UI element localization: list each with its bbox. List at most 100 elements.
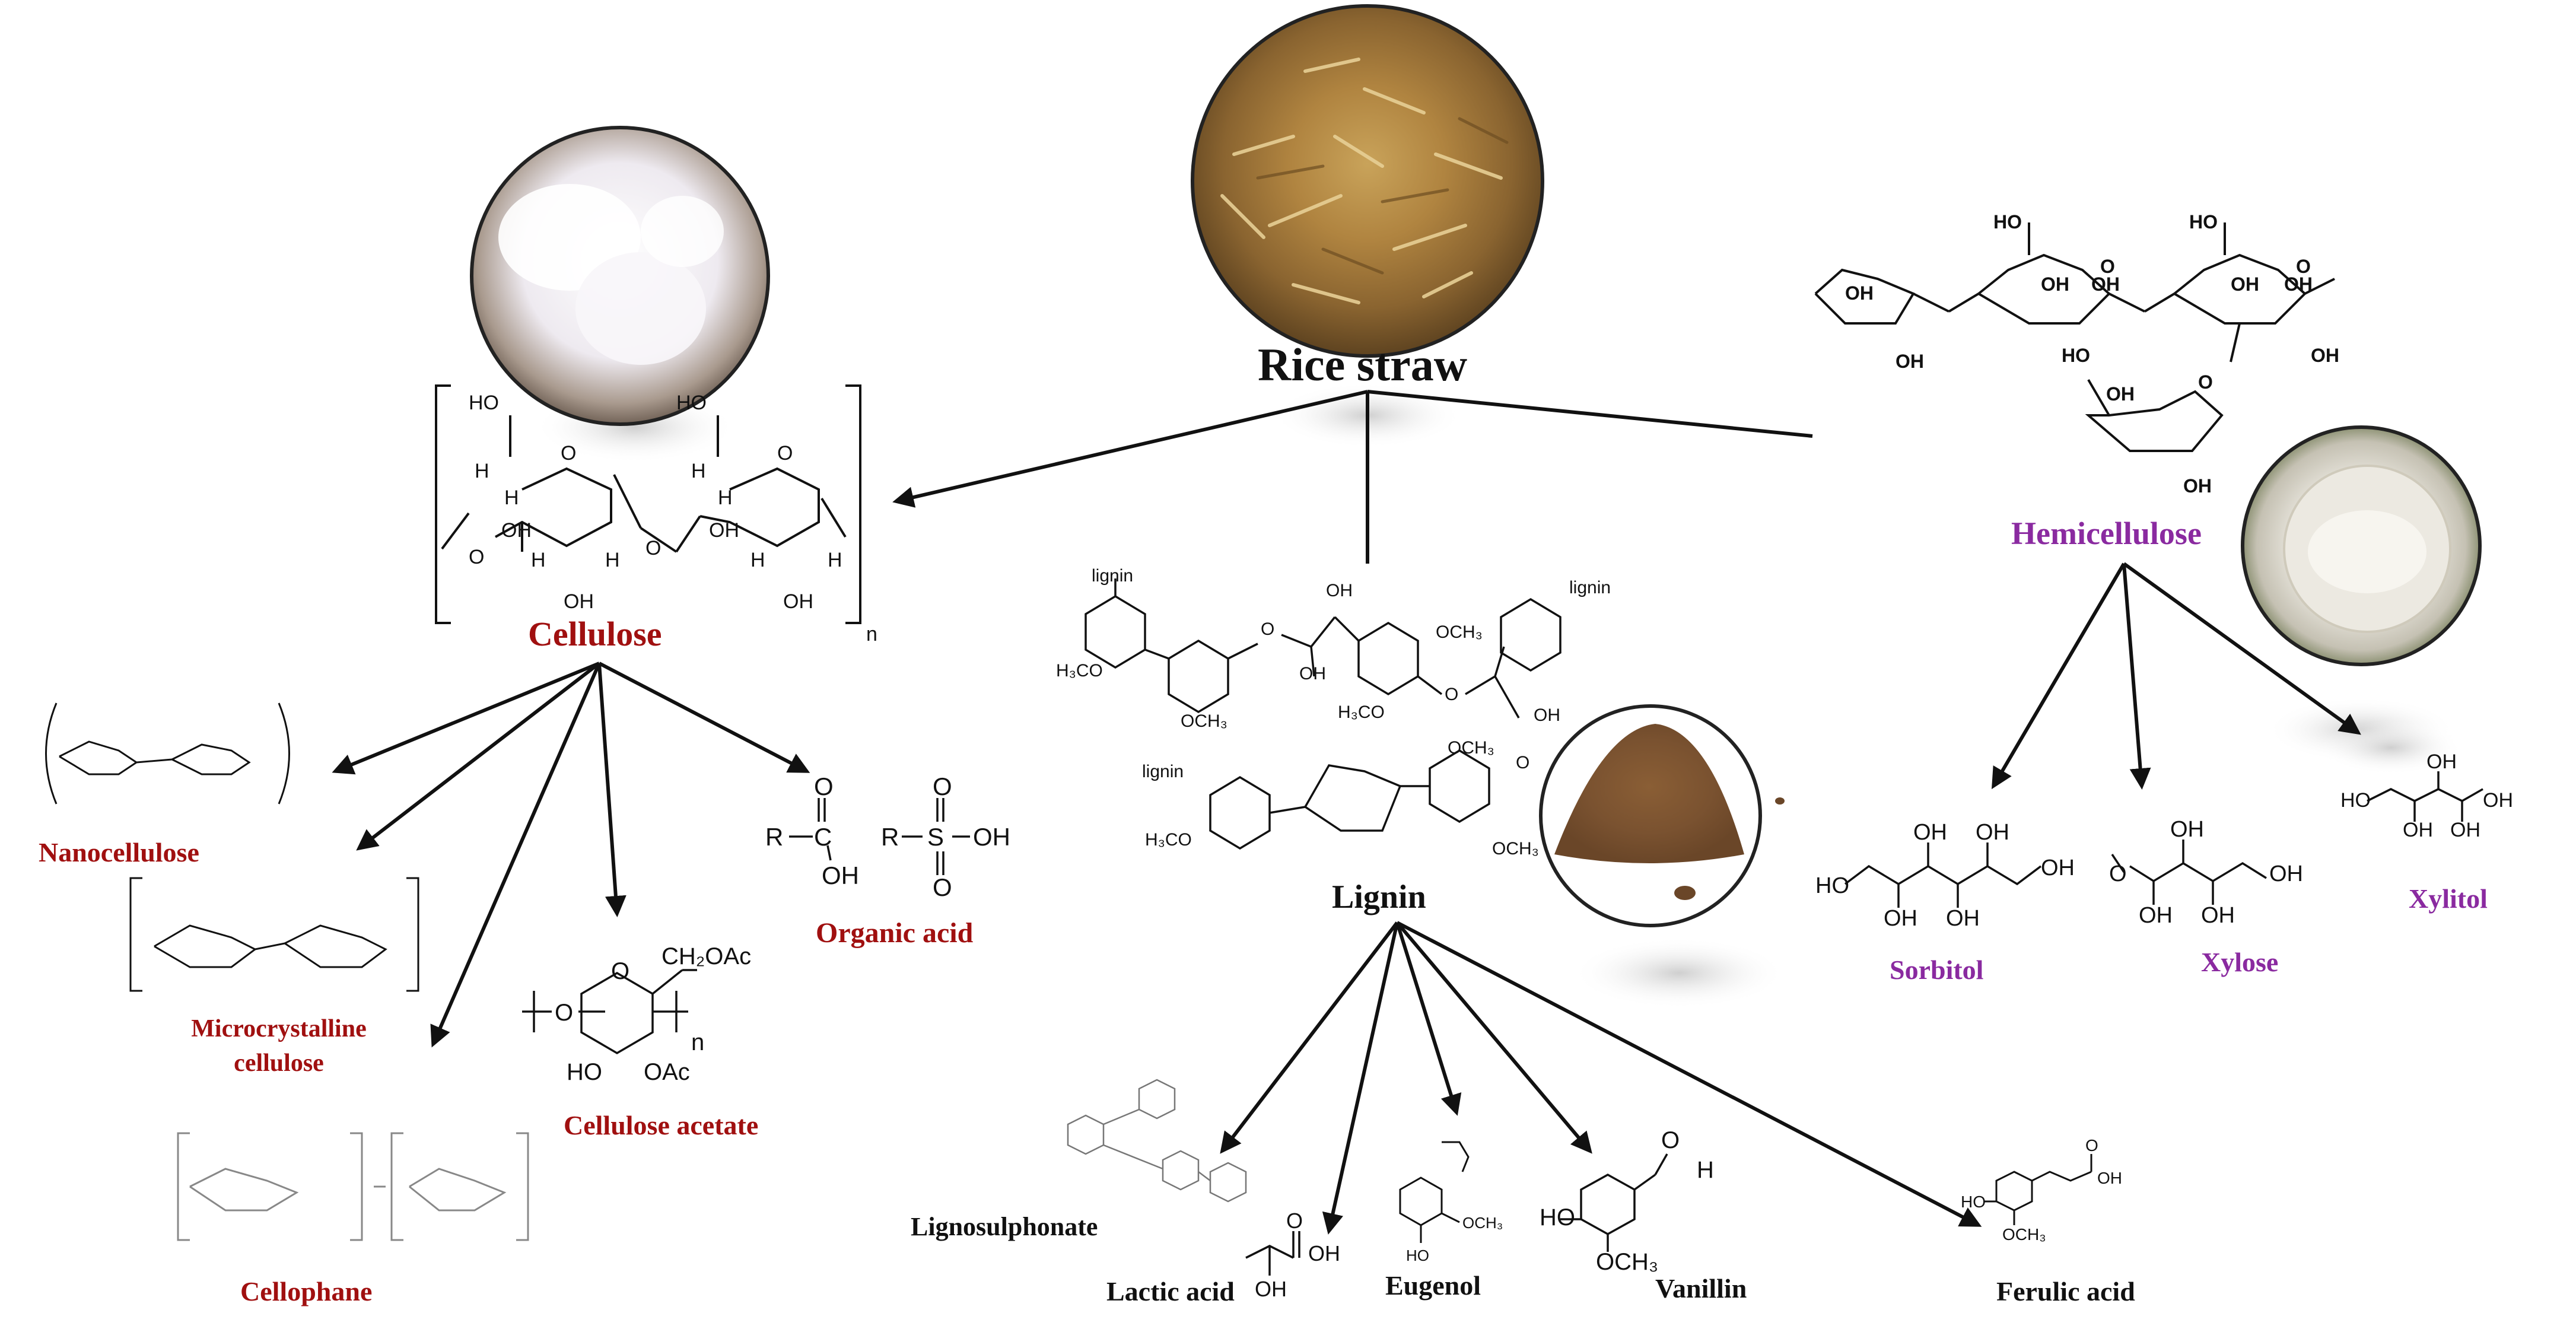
hemi-atom: OH (2231, 274, 2259, 295)
hemi-atom: O (2198, 371, 2213, 393)
cellulose-atom: OH (709, 519, 739, 542)
cellulose-acetate-label: Cellulose acetate (564, 1110, 759, 1140)
xylitol-label: Xylitol (2409, 883, 2488, 914)
nanocellulose-label: Nanocellulose (39, 837, 199, 867)
vanillin-structure: O H HO OCH₃ (1540, 1127, 1714, 1275)
cellulose-atom: H (605, 549, 620, 571)
hemi-atom: HO (1993, 211, 2022, 233)
sorbitol-atom: OH (2041, 856, 2075, 880)
eugenol-structure: OCH₃ HO (1399, 1141, 1503, 1264)
lignin-label: Lignin (1332, 879, 1426, 915)
sorbitol-atom: OH (1913, 820, 1947, 845)
cellulose-structure: HO HO H H H H OH OH OH OH H H O O O O H … (435, 384, 877, 646)
lignin-atom: H₃CO (1056, 661, 1103, 681)
white-powder-jar-photo (2241, 425, 2482, 666)
lignin-atom: H₃CO (1145, 830, 1192, 850)
cellulose-atom: OH (783, 590, 813, 613)
cellulose-atom: H (691, 460, 706, 482)
acid-atom: C (814, 823, 832, 851)
cellulose-atom: OH (501, 519, 532, 542)
ferulic-acid-label: Ferulic acid (1996, 1276, 2135, 1306)
vanillin-atom: HO (1540, 1204, 1575, 1231)
lignin-atom: OCH₃ (1436, 622, 1483, 642)
vanillin-atom: H (1697, 1157, 1714, 1183)
ferulic-atom: OCH₃ (2002, 1225, 2046, 1244)
acid-atom: O (814, 772, 834, 800)
lignin-atom: O (1445, 685, 1458, 704)
cellulose-atom: O (561, 442, 576, 465)
xylose-atom: O (2109, 861, 2127, 886)
sorbitol-atom: HO (1815, 873, 1849, 898)
cellulose-atom: O (777, 442, 793, 465)
eugenol-label: Eugenol (1385, 1270, 1481, 1301)
vanillin-label: Vanillin (1655, 1273, 1747, 1303)
sorbitol-structure: HO OH OH OH OH OH (1815, 820, 2075, 931)
xylose-label: Xylose (2201, 947, 2279, 977)
hemicellulose-label: Hemicellulose (2011, 516, 2202, 551)
acid-atom: OH (973, 823, 1010, 851)
vanillin-atom: O (1661, 1127, 1680, 1153)
brown-powder-photo (1539, 704, 1785, 927)
eugenol-atom: OCH₃ (1462, 1214, 1503, 1232)
lignin-atom: OH (1299, 664, 1326, 683)
hemi-atom: HO (2189, 211, 2218, 233)
ferulic-acid-structure: O OH HO OCH₃ (1961, 1136, 2122, 1244)
acid-atom: O (933, 873, 952, 901)
nanocellulose-structure (45, 702, 290, 805)
shadow-lignin (1572, 937, 1786, 1009)
lignin-atom: OH (1534, 705, 1560, 725)
lactic-atom: OH (1255, 1277, 1287, 1301)
lignin-atom: OCH₃ (1492, 839, 1539, 859)
cellulose-atom: OH (564, 590, 594, 613)
sorbitol-atom: OH (1946, 906, 1980, 931)
xylitol-atom: OH (2450, 819, 2480, 841)
lactic-atom: O (1286, 1209, 1303, 1233)
xylitol-atom: OH (2403, 819, 2433, 841)
lignin-atom: OCH₃ (1181, 711, 1227, 731)
lignin-structure: lignin lignin lignin OH OH OH OCH₃ OCH₃ … (1056, 566, 1611, 859)
cellulose-atom: HO (676, 392, 707, 414)
cellophane-structure (177, 1132, 529, 1241)
connector-lines (332, 390, 2361, 1235)
xylitol-atom: HO (2340, 789, 2371, 812)
xylose-atom: OH (2201, 903, 2235, 928)
lignin-atom: lignin (1092, 566, 1133, 586)
lignin-atom: OCH₃ (1448, 738, 1494, 758)
lactic-acid-structure: O OH OH (1245, 1209, 1340, 1301)
cellulose-atom: O (645, 537, 661, 559)
hemi-atom: OH (2183, 475, 2212, 497)
lactic-atom: OH (1308, 1241, 1340, 1266)
xylose-atom: OH (2170, 817, 2204, 842)
xylose-structure: O OH OH OH OH (2109, 817, 2303, 928)
hemicellulose-structure: HO HO OH OH OH OH OH OH OH HO OH OH O O … (1814, 211, 2339, 497)
acid-atom: S (927, 823, 944, 851)
hemi-atom: OH (2284, 274, 2313, 295)
acid-atom: R (765, 823, 783, 851)
hemi-atom: OH (2091, 274, 2120, 295)
eugenol-atom: HO (1406, 1247, 1429, 1264)
lignosulphonate-structure (1067, 1079, 1247, 1203)
cellulose-atom: H (828, 549, 842, 571)
acid-atom: O (933, 772, 952, 800)
xylose-atom: OH (2139, 903, 2173, 928)
ferulic-atom: O (2085, 1136, 2098, 1155)
microcrystalline-cellulose-structure (129, 877, 419, 992)
cellulose-atom: H (475, 460, 489, 482)
sorbitol-atom: OH (1976, 820, 2009, 845)
cellulose-atom: H (750, 549, 765, 571)
cellulose-atom: H (531, 549, 546, 571)
xylitol-atom: OH (2483, 789, 2513, 812)
acetate-atom: CH₂OAc (662, 943, 751, 969)
xylitol-atom: OH (2426, 751, 2457, 773)
rice-straw-label: Rice straw (1258, 339, 1468, 390)
hemi-atom: O (2296, 256, 2311, 277)
acetate-atom: HO (567, 1059, 602, 1085)
cellulose-atom: HO (469, 392, 499, 414)
ferulic-atom: OH (2097, 1169, 2122, 1187)
cellulose-acetate-structure: CH₂OAc O O HO OAc n (522, 943, 751, 1085)
xylose-atom: OH (2269, 861, 2303, 886)
acid-atom: OH (822, 861, 859, 889)
cellulose-subscript: n (866, 623, 877, 646)
sorbitol-atom: OH (1884, 906, 1917, 931)
